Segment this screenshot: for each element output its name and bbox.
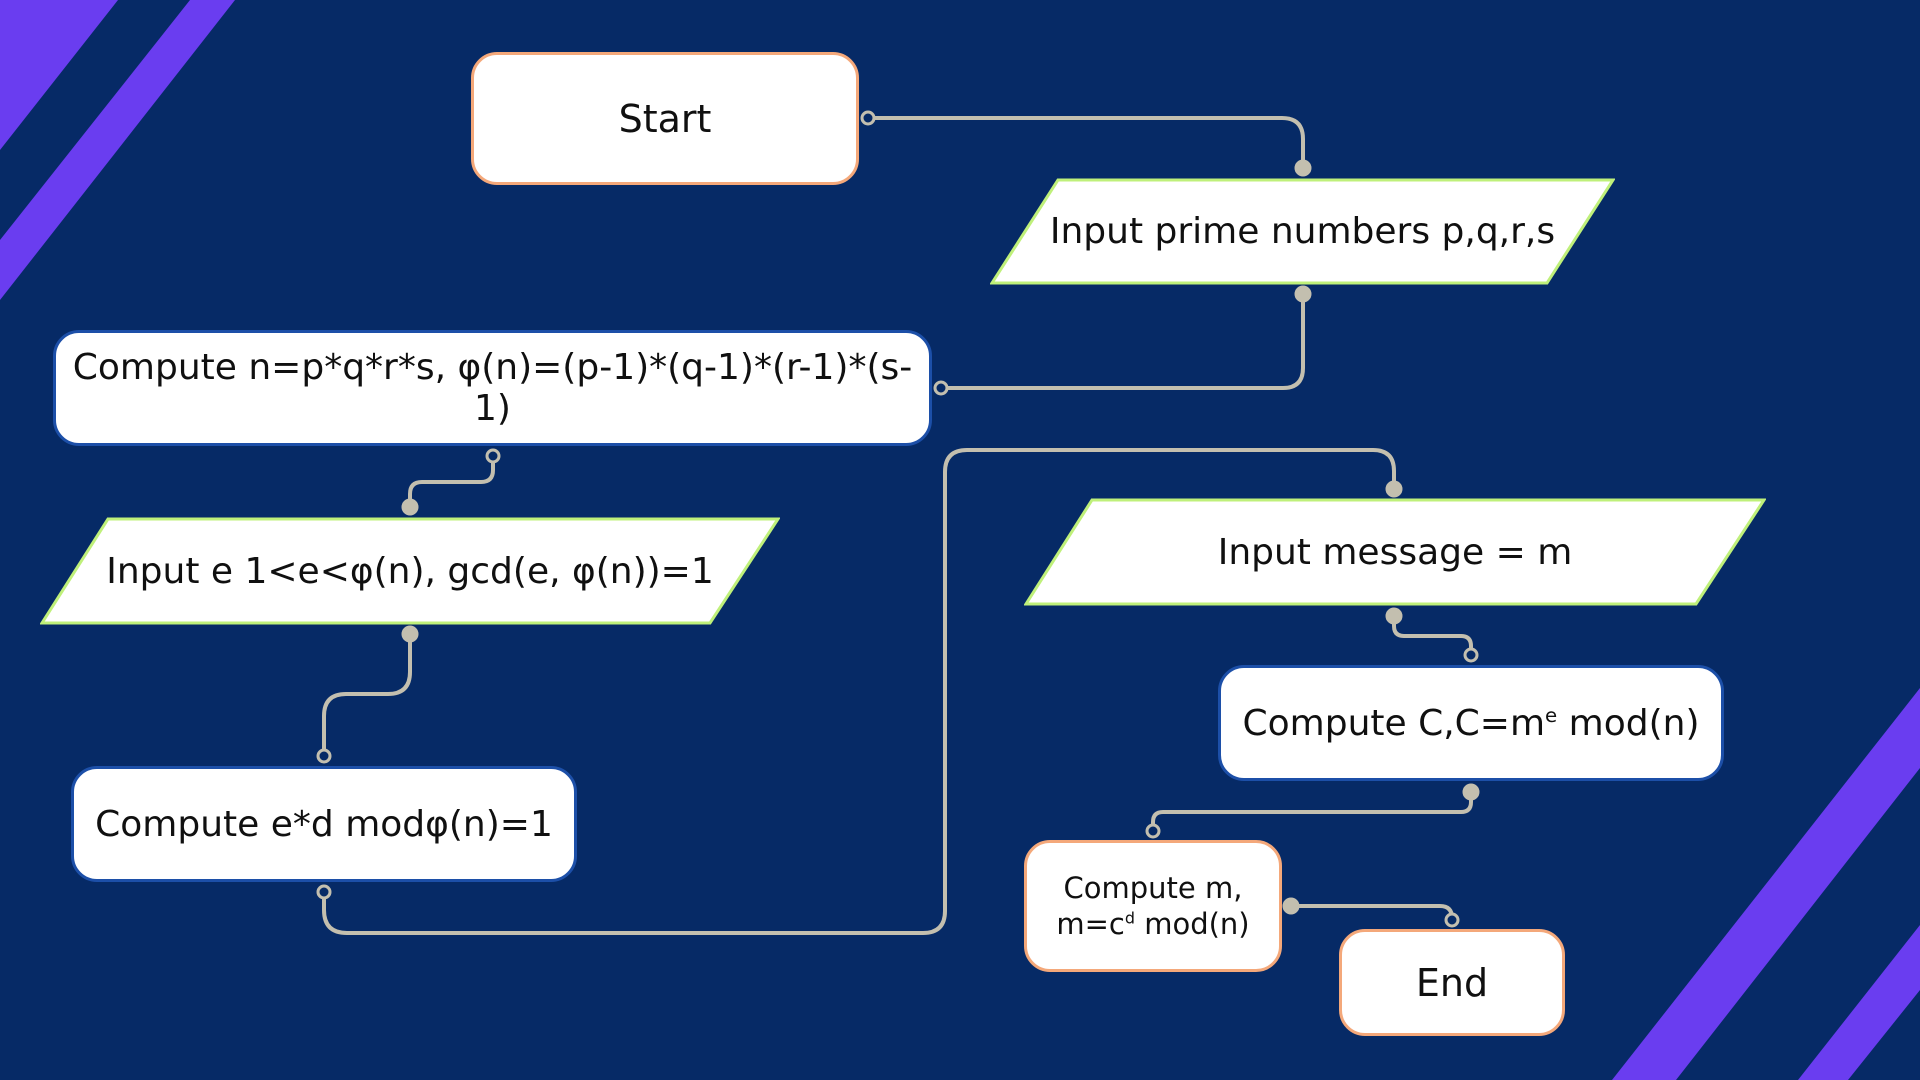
start-node: Start xyxy=(471,52,859,185)
port-compute-d-out xyxy=(316,884,332,900)
parallelogram-shape xyxy=(990,178,1615,285)
compute-m-node: Compute m, m=cd mod(n) xyxy=(1024,840,1282,972)
input-primes-label: Input prime numbers p,q,r,s xyxy=(1049,211,1556,252)
connector-input-primes-to-compute-n xyxy=(939,292,1305,390)
port-input-e-out xyxy=(401,625,419,643)
parallelogram-shape xyxy=(40,517,780,625)
port-input-primes-in xyxy=(1294,159,1312,177)
compute-c-label: Compute C,C=me mod(n) xyxy=(1242,702,1700,744)
input-e-node: Input e 1<e<φ(n), gcd(e, φ(n))=1 xyxy=(40,517,780,625)
port-compute-c-out xyxy=(1462,783,1480,801)
port-input-primes-out xyxy=(1294,285,1312,303)
compute-d-node: Compute e*d modφ(n)=1 xyxy=(71,766,577,882)
port-input-message-in xyxy=(1385,480,1403,498)
port-compute-d-in xyxy=(316,748,332,764)
port-input-message-out xyxy=(1385,607,1403,625)
connector-compute-d-to-input-message xyxy=(322,448,1396,935)
connector-input-message-to-compute-c xyxy=(1392,614,1473,657)
parallelogram-shape xyxy=(1024,498,1766,606)
port-compute-m-in xyxy=(1145,823,1161,839)
end-label: End xyxy=(1415,960,1489,1005)
decor-stripe-bottom-1 xyxy=(1612,688,1920,1080)
compute-d-label: Compute e*d modφ(n)=1 xyxy=(95,803,553,845)
compute-n-label: Compute n=p*q*r*s, φ(n)=(p-1)*(q-1)*(r-1… xyxy=(72,347,913,429)
decor-stripe-bottom-2 xyxy=(1798,925,1920,1080)
port-input-e-in xyxy=(401,498,419,516)
input-e-label: Input e 1<e<φ(n), gcd(e, φ(n))=1 xyxy=(106,550,714,592)
connector-compute-m-to-end xyxy=(1289,904,1454,922)
decor-stripe-top-1 xyxy=(0,0,118,150)
input-primes-node: Input prime numbers p,q,r,s xyxy=(990,178,1615,285)
port-compute-n-out xyxy=(485,448,501,464)
compute-c-node: Compute C,C=me mod(n) xyxy=(1218,665,1724,781)
port-end-in xyxy=(1444,912,1460,928)
connector-compute-c-to-compute-m xyxy=(1151,790,1473,833)
input-message-node: Input message = m xyxy=(1024,498,1766,606)
connector-start-to-input-primes xyxy=(866,116,1305,170)
connector-input-e-to-compute-d xyxy=(322,632,412,758)
port-start-out xyxy=(860,110,876,126)
port-compute-m-out xyxy=(1282,897,1300,915)
end-node: End xyxy=(1339,929,1565,1036)
port-compute-n-in xyxy=(933,380,949,396)
start-label: Start xyxy=(618,96,712,141)
decor-stripe-top-2 xyxy=(0,0,235,300)
compute-n-node: Compute n=p*q*r*s, φ(n)=(p-1)*(q-1)*(r-1… xyxy=(53,330,932,446)
connector-compute-n-to-input-e xyxy=(408,454,495,509)
compute-m-label-line2: m=cd mod(n) xyxy=(1056,907,1250,941)
port-compute-c-in xyxy=(1463,647,1479,663)
input-message-label: Input message = m xyxy=(1217,531,1573,573)
compute-m-label-line1: Compute m, xyxy=(1063,871,1243,905)
